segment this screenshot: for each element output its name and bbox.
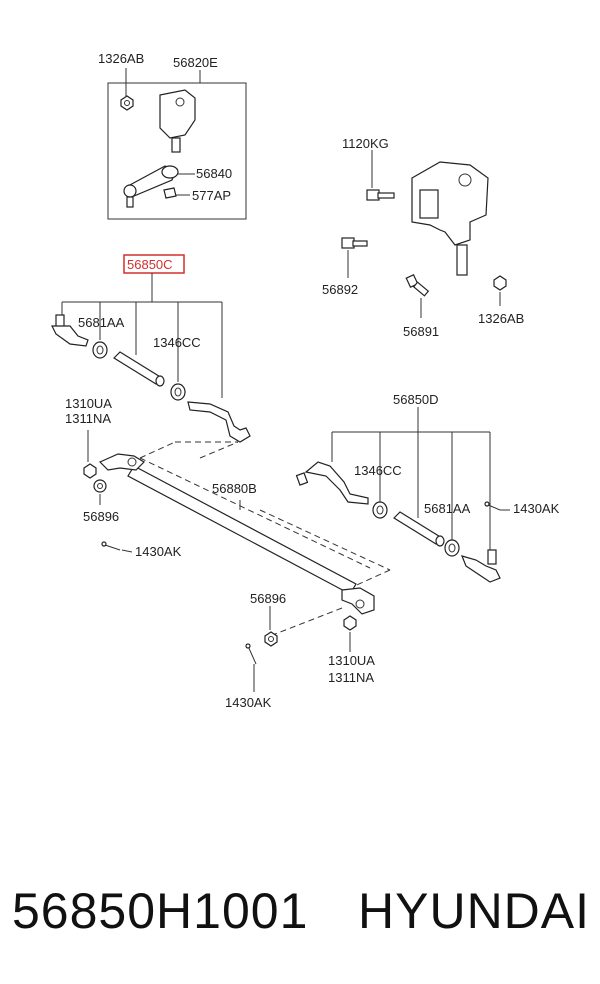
brand-name: HYUNDAI (358, 883, 591, 939)
cotter-pin-1430ak-bottom (245, 643, 257, 665)
center-link-end-right (341, 587, 375, 615)
bottom-hardware (245, 606, 357, 692)
label-1430ak-left: 1430AK (135, 544, 182, 559)
highlight-box-56850c (123, 254, 185, 274)
label-1346cc-right: 1346CC (354, 463, 402, 478)
nut-1326ab-right (493, 275, 507, 291)
idler-bracket-shaft (171, 137, 181, 153)
center-link-group (98, 441, 391, 637)
idler-bracket (159, 89, 196, 139)
label-56891: 56891 (403, 324, 439, 339)
label-56880b: 56880B (212, 481, 257, 496)
left-hardware (83, 430, 133, 553)
label-56820e: 56820E (173, 55, 218, 70)
label-1430ak-right: 1430AK (513, 501, 560, 516)
nut-5681aa-left (92, 341, 108, 359)
label-1310ua-left: 1310UA (65, 396, 112, 411)
label-1346cc-left: 1346CC (153, 335, 201, 350)
washer-56896-left (93, 479, 107, 493)
steering-gear-group (341, 150, 507, 318)
label-1310ua-bottom: 1310UA (328, 653, 375, 668)
bolt-56892 (341, 237, 368, 249)
bushing-577ap (163, 187, 177, 199)
bolt-56891 (405, 273, 430, 297)
steering-gear-shaft (456, 244, 468, 276)
label-1326ab-right: 1326AB (478, 311, 524, 326)
label-577ap: 577AP (192, 188, 231, 203)
tie-rod-end-right (460, 549, 501, 583)
label-1311na-left: 1311NA (65, 411, 111, 426)
label-56896-bottom: 56896 (250, 591, 286, 606)
label-1311na-bottom: 1311NA (328, 670, 374, 685)
label-1120kg: 1120KG (342, 136, 389, 151)
tie-rod-inner-left (187, 401, 251, 443)
clamp-1346cc-left (170, 383, 186, 401)
label-56850d: 56850D (393, 392, 439, 407)
label-1326ab-top: 1326AB (98, 51, 144, 66)
tie-rod-assembly-left (51, 254, 251, 443)
part-number: 56850H1001 (12, 883, 309, 939)
clamp-1346cc-right (372, 501, 388, 519)
label-56850c: 56850C (127, 257, 173, 272)
label-56840: 56840 (196, 166, 232, 181)
nut-1310ua-bottom (343, 615, 357, 631)
nut-5681aa-right (444, 539, 460, 557)
cotter-pin-1430ak-right (484, 501, 510, 511)
tie-rod-end-left (51, 314, 89, 347)
center-link-end-left (98, 453, 145, 471)
tie-rod-inner-right (295, 461, 369, 505)
label-1430ak-bottom: 1430AK (225, 695, 272, 710)
steering-gear-box (411, 161, 489, 246)
washer-56896-bottom (264, 631, 278, 647)
idler-arm-group (107, 68, 247, 220)
adjuster-tube-left (113, 351, 163, 385)
label-56896-left: 56896 (83, 509, 119, 524)
cotter-pin-1430ak-left (101, 541, 133, 553)
idler-arm-group-box (107, 82, 247, 220)
footer: 56850H1001 HYUNDAI (0, 868, 600, 958)
steering-linkage-diagram: 1326AB 56820E 56840 577AP 1120KG 56892 5… (51, 51, 560, 710)
nut-1310ua-left (83, 463, 97, 479)
tie-rod-assembly-right (295, 407, 510, 583)
label-5681aa-left: 5681AA (78, 315, 125, 330)
label-5681aa-right: 5681AA (424, 501, 471, 516)
label-56892: 56892 (322, 282, 358, 297)
bolt-1120kg (366, 189, 395, 201)
nut-1326ab-top (120, 95, 134, 111)
